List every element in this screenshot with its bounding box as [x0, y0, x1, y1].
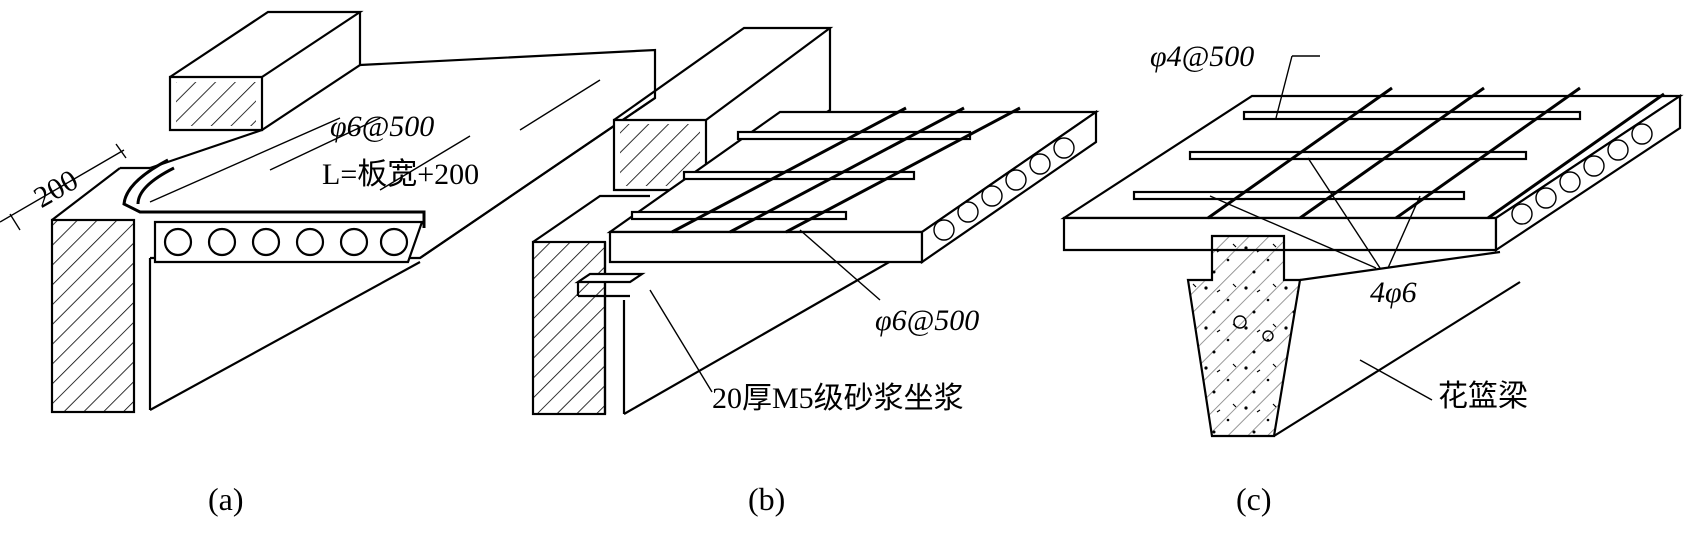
wall-b — [531, 194, 981, 416]
rebars-c — [1132, 55, 1665, 401]
hook-bar-a — [122, 117, 426, 228]
basket-beam-c — [1186, 234, 1521, 438]
caption-c: (c) — [1236, 481, 1272, 517]
label-c-bar-spacing: φ4@500 — [1150, 40, 1254, 73]
slab-a — [148, 48, 657, 411]
panel-b: φ6@500 20厚M5级砂浆坐浆 (b) — [531, 26, 1100, 517]
panel-c: φ4@500 4φ6 花篮梁 (c) — [1060, 40, 1684, 517]
wall-a — [50, 166, 150, 414]
caption-b: (b) — [748, 481, 785, 517]
label-c-basket-beam: 花篮梁 — [1438, 380, 1528, 413]
label-b-mortar: 20厚M5级砂浆坐浆 — [712, 382, 964, 415]
label-a-bar-spacing: φ6@500 — [330, 110, 434, 143]
dimension-200: 200 — [0, 143, 127, 231]
caption-a: (a) — [208, 481, 244, 517]
label-c-longitudinal-bars: 4φ6 — [1370, 276, 1417, 309]
rebars-b — [630, 106, 1021, 393]
label-b-bar-spacing: φ6@500 — [875, 304, 979, 337]
dimension-label: 200 — [28, 164, 83, 215]
label-a-bar-length: L=板宽+200 — [322, 158, 479, 191]
